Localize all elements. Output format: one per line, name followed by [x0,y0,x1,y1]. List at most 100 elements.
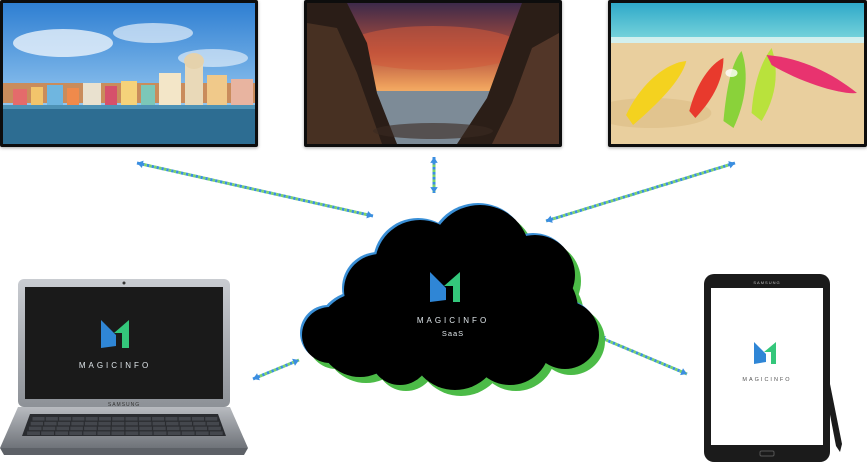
keyboard-key [181,431,195,435]
keyboard-key [98,421,111,426]
sunset-photo [307,3,559,144]
arrow-line-green [598,335,688,376]
arrow-line-blue [598,335,688,376]
keyboard-key [194,426,208,431]
arrow-tablet-to-cloud [598,335,688,376]
display-screen-sunset [304,0,562,147]
keyboard-key [56,426,70,431]
keyboard-key [166,421,179,426]
cloud-puff [344,254,416,326]
keyboard-key [41,431,55,435]
keyboard-key [209,431,223,435]
keyboard-key [178,417,191,421]
village-photo [3,3,255,144]
keyboard-key [195,431,209,435]
keyboard-key [111,431,125,435]
display-screen-kayaks [608,0,867,147]
arrow-head [546,215,553,223]
keyboard-key [139,426,152,431]
keyboard-key [59,417,72,421]
arrow-line-green [545,161,736,223]
magicinfo-logo-icon [754,342,766,364]
keyboard-key [152,417,165,421]
magicinfo-logo-icon [101,320,116,348]
keyboard-key [139,421,152,426]
laptop-logo [101,320,129,348]
keyboard-key [71,421,84,426]
keyboard-key [28,426,42,431]
arrow-laptop-to-cloud [252,358,300,381]
keyboard-key [165,417,178,421]
tablet-screen [711,288,823,445]
keyboard-keys [27,417,223,435]
keyboard-key [83,431,97,435]
cloud-puff [470,305,550,385]
magicinfo-logo-icon-part [764,342,776,364]
keyboard-key [97,426,111,431]
keyboard-key [69,431,83,435]
tablet-device: SAMSUNG MAGICINFO [704,274,842,462]
cloud-body [302,205,599,390]
keyboard-key [125,426,139,431]
keyboard-key [167,431,181,435]
tablet-brand-text: MAGICINFO [742,377,791,383]
keyboard-key [44,421,57,426]
keyboard-key [208,426,221,431]
arrow-head [366,211,373,219]
display-screen-village [0,0,258,147]
tablet-maker-text: SAMSUNG [753,280,780,285]
connection-arrows [136,157,736,381]
cloud-puff [370,325,430,385]
stylus-pen [823,374,842,452]
keyboard-key [111,426,125,431]
keyboard-key [205,417,218,421]
keyboard-key [84,426,97,431]
keyboard-key [42,426,56,431]
magicinfo-logo-icon-part [114,320,129,348]
keyboard-key [180,426,194,431]
home-button-icon [759,450,775,457]
cloud-service: MAGICINFO SaaS [300,203,605,396]
keyboard-key [193,421,206,426]
arrow-kayaks-to-cloud [545,161,736,223]
laptop-brand-text: MAGICINFO [79,361,151,370]
arrow-line-green [252,358,300,381]
keyboard-key [191,417,205,421]
keyboard-key [125,431,139,435]
keyboard-key [85,417,98,421]
laptop-base-edge [0,448,248,455]
cloud-logo [430,272,460,302]
cloud-puff [495,235,575,315]
keyboard-key [153,426,166,431]
tablet-logo [754,342,776,364]
arrow-head [137,160,144,168]
webcam-icon [122,281,126,285]
keyboard-key [30,421,44,426]
magicinfo-logo-icon [430,272,446,302]
keyboard-key [72,417,85,421]
keyboard-key [57,421,71,426]
kayaks-photo [611,3,864,144]
laptop-device: MAGICINFO SAMSUNG [0,279,248,455]
keyboard-key [125,421,138,426]
keyboard-key [152,421,165,426]
keyboard-key [125,417,138,421]
keyboard-key [166,426,180,431]
keyboard-key [55,431,69,435]
keyboard-key [139,431,153,435]
arrow-head [680,368,687,376]
keyboard-key [27,431,40,435]
arrow-head [430,157,438,163]
arrow-head [253,373,260,381]
arrow-head [292,358,299,366]
arrow-line-blue [252,358,300,381]
cloud-puff [302,307,358,363]
keyboard-key [112,417,125,421]
keyboard-key [32,417,45,421]
keyboard-key [70,426,83,431]
cloud-service-text: SaaS [442,329,464,338]
keyboard-key [98,417,112,421]
keyboard-key [153,431,167,435]
cloud-brand-text: MAGICINFO [417,316,489,325]
